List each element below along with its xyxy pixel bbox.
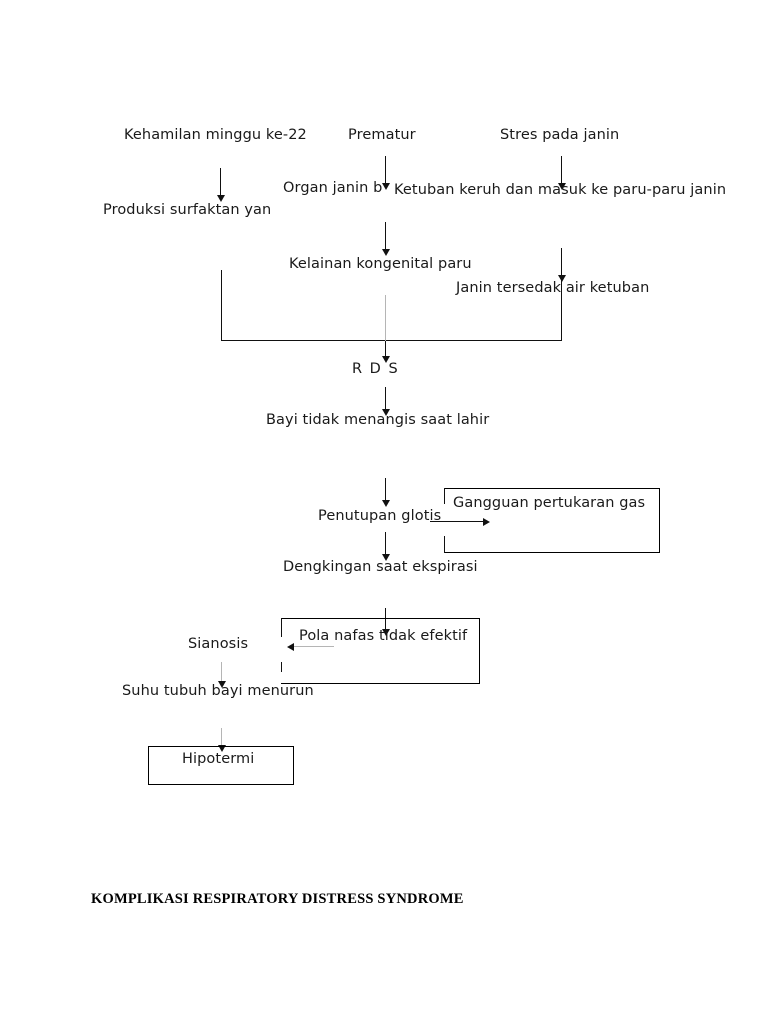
node-hipotermi-label: Hipotermi	[182, 751, 255, 767]
node-kehamilan: Kehamilan minggu ke-22	[124, 128, 314, 144]
node-stres-pada-janin: Stres pada janin	[500, 127, 620, 144]
arrow-bayi-to-glotis	[381, 478, 390, 507]
arrow-prematur-to-organ	[381, 156, 390, 190]
node-rds: R D S	[352, 361, 400, 378]
node-janin-tersedak: Janin tersedak air ketuban	[456, 280, 650, 297]
node-dengkingan: Dengkingan saat ekspirasi	[283, 559, 478, 576]
arrow-glotis-to-dengkingan	[381, 532, 390, 561]
node-bayi-label: Bayi tidak menangis saat lahir	[266, 412, 490, 428]
node-penutupan-glotis: Penutupan glotis	[318, 508, 442, 525]
arrow-dengkingan-to-pola	[381, 608, 390, 636]
box-hipotermi	[148, 746, 294, 785]
node-ketuban-label: Ketuban keruh dan masuk ke paru-paru jan…	[394, 182, 727, 198]
arrow-organ-to-kelainan	[381, 222, 390, 256]
node-produksi-label: Produksi surfaktan yan	[103, 202, 272, 218]
node-sianosis: Sianosis	[188, 636, 249, 653]
node-stres-label: Stres pada janin	[500, 127, 620, 143]
node-kelainan-kongenital: Kelainan kongenital paru	[289, 256, 472, 273]
node-organ-label: Organ janin b	[283, 181, 383, 196]
node-produksi-surfaktan: Produksi surfaktan yan	[103, 202, 272, 219]
node-pola-label: Pola nafas tidak efektif	[299, 628, 468, 644]
node-tersedak-label: Janin tersedak air ketuban	[456, 280, 650, 296]
arrow-stres-to-ketuban	[557, 156, 566, 190]
arrow-glotis-to-gas	[430, 517, 490, 526]
arrow-sianosis-to-suhu	[217, 662, 226, 688]
box-pola-nafas-tidak-efektif	[281, 618, 480, 684]
node-rds-label: R D S	[352, 361, 400, 377]
box-gas-left-stub-top	[444, 488, 445, 504]
diagram-caption: KOMPLIKASI RESPIRATORY DISTRESS SYNDROME	[91, 891, 464, 907]
node-gas-label: Gangguan pertukaran gas	[453, 495, 646, 511]
node-prematur: Prematur	[348, 127, 416, 144]
box-pola-left-stub-top	[281, 618, 282, 637]
node-hipotermi: Hipotermi	[182, 751, 255, 768]
node-suhu-label: Suhu tubuh bayi menurun	[122, 683, 314, 699]
merge-bracket-center-tick	[385, 295, 386, 341]
arrow-pola-to-sianosis	[287, 642, 334, 651]
node-organ-janin: Organ janin b	[283, 181, 391, 197]
node-suhu-tubuh: Suhu tubuh bayi menurun	[122, 683, 314, 700]
node-prematur-label: Prematur	[348, 127, 416, 143]
node-pola-nafas: Pola nafas tidak efektif	[299, 628, 468, 645]
arrow-suhu-to-hipotermi	[217, 728, 226, 752]
box-pola-left-stub-bottom	[281, 662, 282, 672]
box-gangguan-pertukaran-gas	[444, 488, 660, 553]
node-glotis-label: Penutupan glotis	[318, 508, 442, 524]
box-gas-left-stub-bottom	[444, 536, 445, 553]
arrow-rds-to-bayi	[381, 387, 390, 416]
node-sianosis-label: Sianosis	[188, 636, 249, 652]
arrow-kehamilan-to-produksi	[216, 168, 225, 202]
node-dengkingan-label: Dengkingan saat ekspirasi	[283, 559, 478, 575]
node-bayi-tidak-menangis: Bayi tidak menangis saat lahir	[266, 412, 490, 429]
node-kelainan-label: Kelainan kongenital paru	[289, 256, 472, 272]
node-kehamilan-label: Kehamilan minggu ke-22	[124, 128, 307, 143]
node-ketuban-keruh: Ketuban keruh dan masuk ke paru-paru jan…	[394, 182, 727, 199]
merge-bracket	[221, 270, 562, 341]
node-gangguan-pertukaran-gas: Gangguan pertukaran gas	[453, 495, 646, 512]
arrow-bracket-to-rds	[381, 341, 390, 363]
